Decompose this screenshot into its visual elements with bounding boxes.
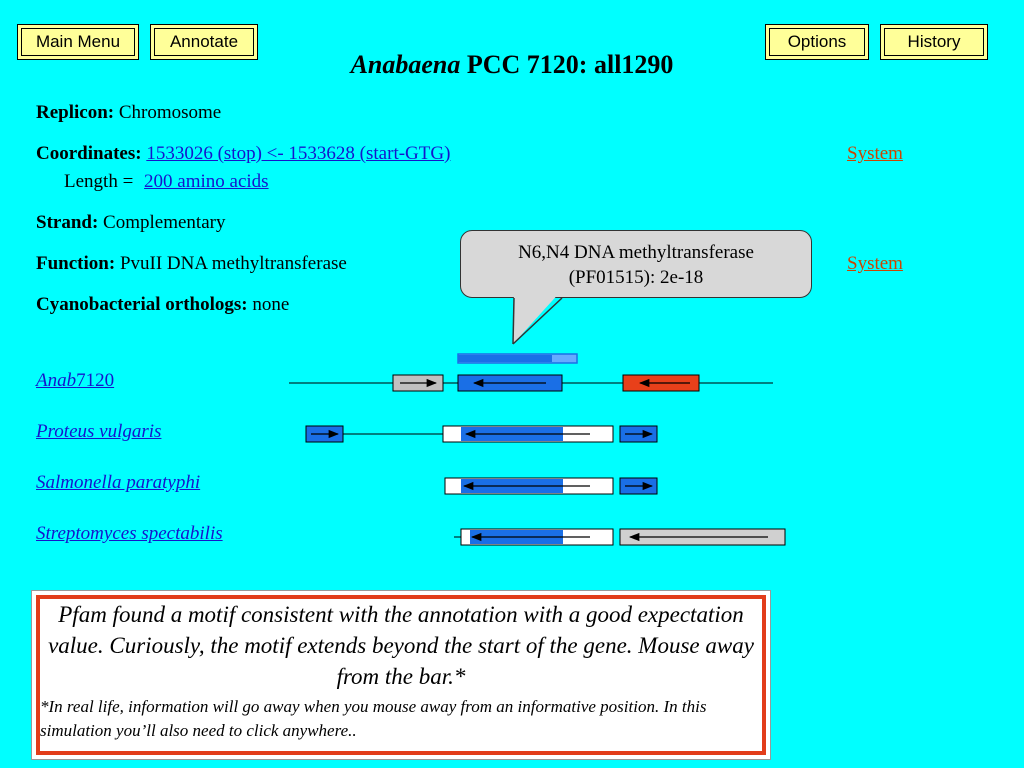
organism-anab7120[interactable]: Anab7120	[36, 370, 114, 392]
coordinates-link[interactable]: 1533026 (stop) <- 1533628 (start-GTG)	[146, 143, 451, 164]
coordinates-system-link[interactable]: System	[847, 143, 903, 164]
history-label: History	[884, 28, 984, 56]
orthologs-row: Cyanobacterial orthologs: none	[36, 294, 289, 316]
length-row: Length = 200 amino acids	[64, 171, 269, 193]
explanation-frame	[36, 595, 766, 755]
explanation-box: Pfam found a motif consistent with the a…	[31, 590, 771, 760]
options-label: Options	[769, 28, 865, 56]
gene-row-anab7120	[289, 374, 773, 392]
function-system-link[interactable]: System	[847, 253, 903, 274]
callout-line-2: (PF01515): 2e-18	[568, 267, 704, 288]
gene-neighborhood-diagram	[289, 353, 786, 546]
coordinates-row: Coordinates: 1533026 (stop) <- 1533628 (…	[36, 143, 450, 165]
gene-row-streptomyces	[454, 528, 786, 546]
length-label: Length =	[64, 171, 134, 192]
main-menu-button[interactable]: Main Menu	[17, 24, 139, 60]
orthologs-value: none	[252, 294, 290, 315]
gene-salmonella-ortholog[interactable]	[444, 477, 614, 495]
replicon-label: Replicon:	[36, 102, 115, 123]
gene-row-salmonella	[444, 477, 658, 495]
pfam-motif-bar[interactable]	[457, 353, 578, 364]
orthologs-label: Cyanobacterial orthologs:	[36, 294, 248, 315]
coordinates-label: Coordinates:	[36, 143, 142, 164]
title-genus: Anabaena	[350, 50, 461, 79]
organism-proteus-link[interactable]: Proteus vulgaris	[36, 421, 162, 442]
pfam-callout: N6,N4 DNA methyltransferase (PF01515): 2…	[460, 230, 812, 298]
organism-proteus[interactable]: Proteus vulgaris	[36, 421, 161, 443]
length-link[interactable]: 200 amino acids	[144, 171, 269, 192]
function-row: Function: PvuII DNA methyltransferase	[36, 253, 347, 275]
function-value: PvuII DNA methyltransferase	[119, 253, 347, 274]
replicon-value: Chromosome	[118, 102, 222, 123]
callout-tail	[512, 290, 563, 345]
page-title: Anabaena PCC 7120: all1290	[0, 50, 1024, 80]
annotate-button[interactable]: Annotate	[150, 24, 258, 60]
strand-value: Complementary	[103, 212, 226, 233]
strand-row: Strand: Complementary	[36, 212, 225, 234]
gene-row-proteus	[305, 425, 658, 443]
organism-streptomyces[interactable]: Streptomyces spectabilis	[36, 523, 223, 545]
callout-line-1: N6,N4 DNA methyltransferase	[518, 242, 754, 263]
function-label: Function:	[36, 253, 116, 274]
organism-salmonella-link[interactable]: Salmonella paratyphi	[36, 472, 201, 493]
explanation-text: Pfam found a motif consistent with the a…	[48, 602, 754, 689]
organism-anab-italic: Anab	[36, 370, 77, 391]
gene-proteus-right[interactable]	[619, 425, 658, 443]
gene-all1290[interactable]	[457, 374, 563, 392]
gene-streptomyces-gray[interactable]	[619, 528, 786, 546]
title-rest: PCC 7120: all1290	[460, 50, 674, 79]
gene-gray-forward[interactable]	[392, 374, 444, 392]
organism-anab7120-link[interactable]: Anab7120	[36, 370, 114, 391]
options-button[interactable]: Options	[765, 24, 869, 60]
explanation-footnote: *In real life, information will go away …	[40, 697, 707, 740]
strand-label: Strand:	[36, 212, 99, 233]
gene-red-reverse[interactable]	[622, 374, 700, 392]
organism-salmonella[interactable]: Salmonella paratyphi	[36, 472, 200, 494]
annotate-label: Annotate	[154, 28, 254, 56]
history-button[interactable]: History	[880, 24, 988, 60]
main-menu-label: Main Menu	[21, 28, 135, 56]
gene-proteus-left[interactable]	[305, 425, 344, 443]
organism-anab-number: 7120	[76, 370, 115, 391]
gene-salmonella-right[interactable]	[619, 477, 658, 495]
replicon-row: Replicon: Chromosome	[36, 102, 221, 124]
gene-streptomyces-ortholog[interactable]	[460, 528, 614, 546]
organism-streptomyces-link[interactable]: Streptomyces spectabilis	[36, 523, 223, 544]
gene-proteus-ortholog[interactable]	[442, 425, 614, 443]
